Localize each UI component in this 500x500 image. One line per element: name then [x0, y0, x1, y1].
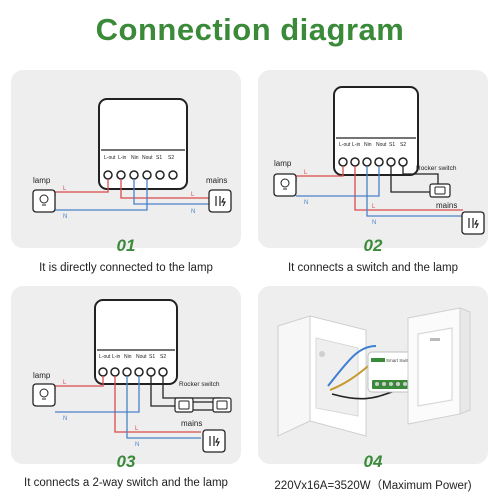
wire-nin-mains [133, 179, 211, 205]
wire-lin-mains [114, 376, 201, 433]
terminal-label: L-out [99, 354, 111, 360]
terminal-block [338, 157, 408, 167]
terminal-label: L-in [112, 354, 121, 360]
wire-label-l: L [63, 186, 67, 192]
rocker-switch-icon [429, 183, 451, 198]
terminal-label: Nout [376, 142, 387, 148]
rocker-switch-icon [212, 397, 232, 413]
lamp-label: lamp [33, 371, 51, 380]
diagram-panel-2: L-out L-in Nin Nout S1 S2 L N L N Rocker… [258, 70, 488, 248]
smart-switch-module [94, 299, 178, 385]
wire-nin-mains [126, 376, 201, 439]
wire-label-n: N [304, 200, 308, 206]
wire-label-n: N [63, 416, 67, 422]
smart-switch-module: Smart Switch [367, 351, 415, 393]
step-number: 04 [363, 452, 383, 471]
lamp-label: lamp [274, 159, 292, 168]
terminal-label: S2 [168, 155, 174, 161]
terminal-label: S2 [400, 142, 406, 148]
mains-label: mains [181, 419, 202, 428]
wire-lin-mains [354, 166, 463, 211]
wire-s2-switch [162, 376, 221, 399]
diagram-panel-1: L-out L-in Nin Nout S1 S2 L N L N lamp m… [11, 70, 241, 248]
rocker-switch-icon [174, 397, 194, 413]
terminal-label: S1 [149, 354, 155, 360]
lamp-label: lamp [33, 176, 51, 185]
wire-label-n: N [63, 214, 67, 220]
terminal-label: Nin [364, 142, 372, 148]
lamp-icon [273, 173, 297, 197]
terminal-label: L-in [352, 142, 361, 148]
wiring-diagram-2: L-out L-in Nin Nout S1 S2 L N L N Rocker… [273, 86, 485, 235]
wire-s1-switch [150, 376, 183, 407]
page-title: Connection diagram [95, 12, 405, 47]
step-caption: It connects a switch and the lamp [287, 262, 459, 274]
terminal-label: L-in [118, 155, 127, 161]
terminal-label: S1 [389, 142, 395, 148]
terminal-label: S2 [160, 354, 166, 360]
smart-switch-module [333, 86, 419, 176]
wiring-diagram-1: L-out L-in Nin Nout S1 S2 L N L N lamp m… [32, 98, 232, 220]
step-number: 02 [363, 236, 383, 255]
terminal-label: Nout [142, 155, 153, 161]
terminal-label: Nin [131, 155, 139, 161]
step-caption: It is directly connected to the lamp [39, 262, 213, 274]
wire-s1-rocker [390, 166, 438, 193]
wire-lin-mains [120, 179, 211, 199]
step-number: 03 [116, 452, 136, 471]
wire-label-n: N [372, 220, 376, 226]
wire-s2-rocker [402, 166, 439, 186]
terminal-block [103, 170, 178, 180]
terminal-label: L-out [104, 155, 116, 161]
step-caption: 220Vx16A=3520W（Maximum Power) [274, 480, 472, 492]
terminal-label: L-out [339, 142, 351, 148]
rocker-switch-label: Rocker switch [179, 381, 220, 388]
wire-label-l: L [191, 192, 195, 198]
diagram-panel-4: Smart Switch [258, 286, 488, 464]
wall-switch [407, 307, 471, 425]
wire-nout-lamp [296, 166, 380, 197]
wire-label-l: L [304, 170, 308, 176]
diagram-panel-3: L-out L-in Nin Nout S1 S2 L N L N Rocker… [11, 286, 241, 464]
wire-label-l: L [63, 380, 67, 386]
wire-nout-lamp [55, 179, 148, 211]
step-number: 01 [116, 236, 136, 255]
wire-blue [327, 345, 377, 387]
wiring-diagram-3: L-out L-in Nin Nout S1 S2 L N L N Rocker… [32, 299, 232, 453]
installation-illustration: Smart Switch [277, 307, 471, 437]
lamp-icon [32, 383, 56, 407]
wire-nin-mains [366, 166, 463, 217]
module-brand-label: Smart Switch [386, 358, 413, 363]
terminal-label: Nin [124, 354, 132, 360]
wire-label-l: L [135, 426, 139, 432]
terminal-block [98, 367, 168, 377]
smart-switch-module [98, 98, 188, 190]
lamp-icon [32, 189, 56, 213]
terminal-label: S1 [156, 155, 162, 161]
wire-label-l: L [372, 204, 376, 210]
step-caption: It connects a 2-way switch and the lamp [24, 477, 228, 489]
wire-label-n: N [191, 209, 195, 215]
wire-label-n: N [135, 442, 139, 448]
terminal-label: Nout [136, 354, 147, 360]
mains-label: mains [206, 176, 227, 185]
rocker-switch-label: Rocker switch [416, 165, 457, 172]
wall-back-box [277, 315, 367, 437]
wire-nout-lamp [55, 376, 140, 413]
mains-label: mains [436, 201, 457, 210]
